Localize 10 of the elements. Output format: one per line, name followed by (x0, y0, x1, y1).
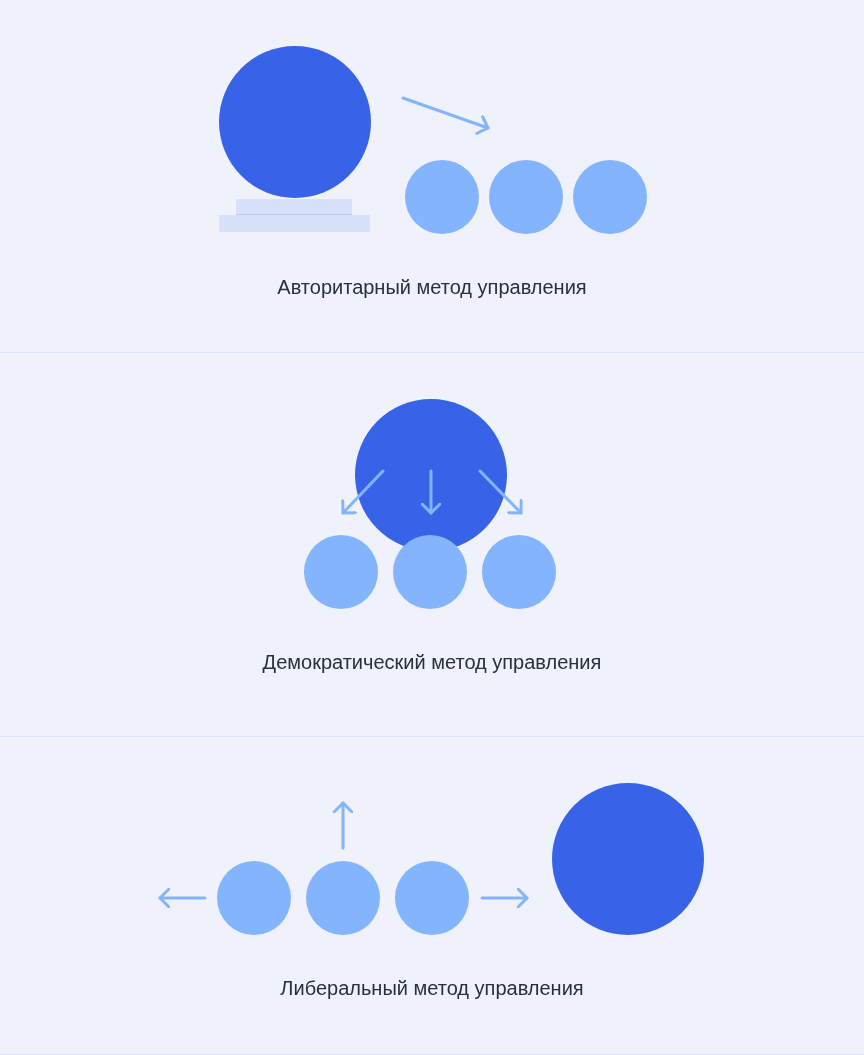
arrow (420, 469, 442, 515)
arrow (158, 887, 207, 909)
panel-label: Авторитарный метод управления (277, 275, 587, 300)
arrow (332, 801, 354, 850)
panel-label: Либеральный метод управления (280, 976, 584, 1001)
arrow (401, 96, 490, 135)
arrow (341, 469, 385, 515)
panel-label: Демократический метод управления (262, 650, 602, 675)
arrow (478, 469, 523, 515)
arrow (480, 887, 529, 909)
